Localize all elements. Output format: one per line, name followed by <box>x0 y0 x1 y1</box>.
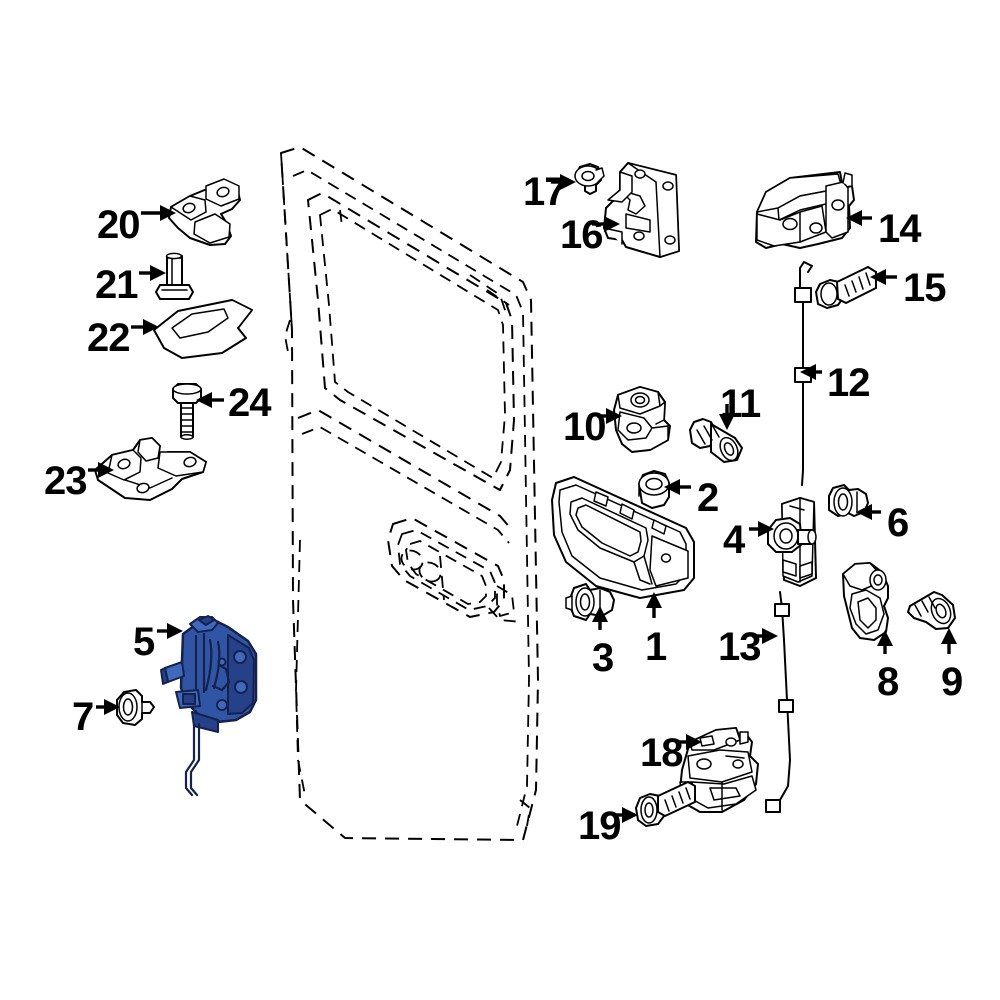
part-hinge-reinforcement-plate <box>153 299 253 359</box>
callout-number-24: 24 <box>228 381 271 425</box>
callout-number-17: 17 <box>523 170 566 214</box>
part-striker-bolt <box>689 418 743 463</box>
part-exterior-door-handle <box>551 476 695 599</box>
part-handle-retaining-nut <box>638 470 670 509</box>
part-inside-lock-lever <box>842 562 889 641</box>
callout-number-21: 21 <box>95 263 138 307</box>
callout-number-1: 1 <box>645 625 667 669</box>
part-hinge-screw <box>172 383 202 440</box>
part-lock-cylinder-bracket <box>767 497 817 587</box>
part-lock-control-rod-lower <box>765 591 794 813</box>
door-panel-outline <box>280 146 539 841</box>
callout-number-3: 3 <box>592 636 614 680</box>
part-lever-mounting-bolt <box>907 591 956 630</box>
part-hinge-bolt <box>155 252 194 300</box>
callout-number-11: 11 <box>720 382 761 426</box>
callout-number-2: 2 <box>697 476 719 520</box>
callout-number-7: 7 <box>72 695 94 739</box>
callout-number-8: 8 <box>877 660 899 704</box>
leader-lines <box>88 174 957 823</box>
callout-number-13: 13 <box>718 625 761 669</box>
callout-number-15: 15 <box>903 266 946 310</box>
part-upper-hinge-bracket <box>168 178 241 246</box>
callout-number-18: 18 <box>640 731 683 775</box>
part-catch-rivet <box>574 163 605 195</box>
part-actuator-grommet <box>828 484 869 517</box>
callout-number-16: 16 <box>560 213 603 257</box>
callout-number-14: 14 <box>878 207 921 251</box>
part-rear-door-hold-open-catch <box>603 162 680 258</box>
callout-number-6: 6 <box>887 501 909 545</box>
part-door-lock-actuator-highlighted <box>160 615 258 797</box>
part-lower-hinge-bracket <box>94 437 207 501</box>
callout-number-23: 23 <box>44 459 87 503</box>
callout-number-22: 22 <box>87 316 130 360</box>
callout-number-20: 20 <box>97 203 140 247</box>
part-upper-latch-assembly <box>755 171 855 249</box>
callout-number-19: 19 <box>578 804 621 848</box>
part-handle-bushing <box>565 583 615 621</box>
part-lower-latch-bolt <box>635 781 696 827</box>
part-actuator-bushing <box>116 689 155 726</box>
callout-number-9: 9 <box>941 660 963 704</box>
callout-number-4: 4 <box>723 518 745 562</box>
callout-number-5: 5 <box>133 620 155 664</box>
part-upper-latch-bolt <box>815 266 877 309</box>
part-lock-control-rod-upper <box>794 261 813 486</box>
callout-number-12: 12 <box>827 361 870 405</box>
part-door-striker-bracket <box>613 386 671 453</box>
callout-number-10: 10 <box>563 405 606 449</box>
